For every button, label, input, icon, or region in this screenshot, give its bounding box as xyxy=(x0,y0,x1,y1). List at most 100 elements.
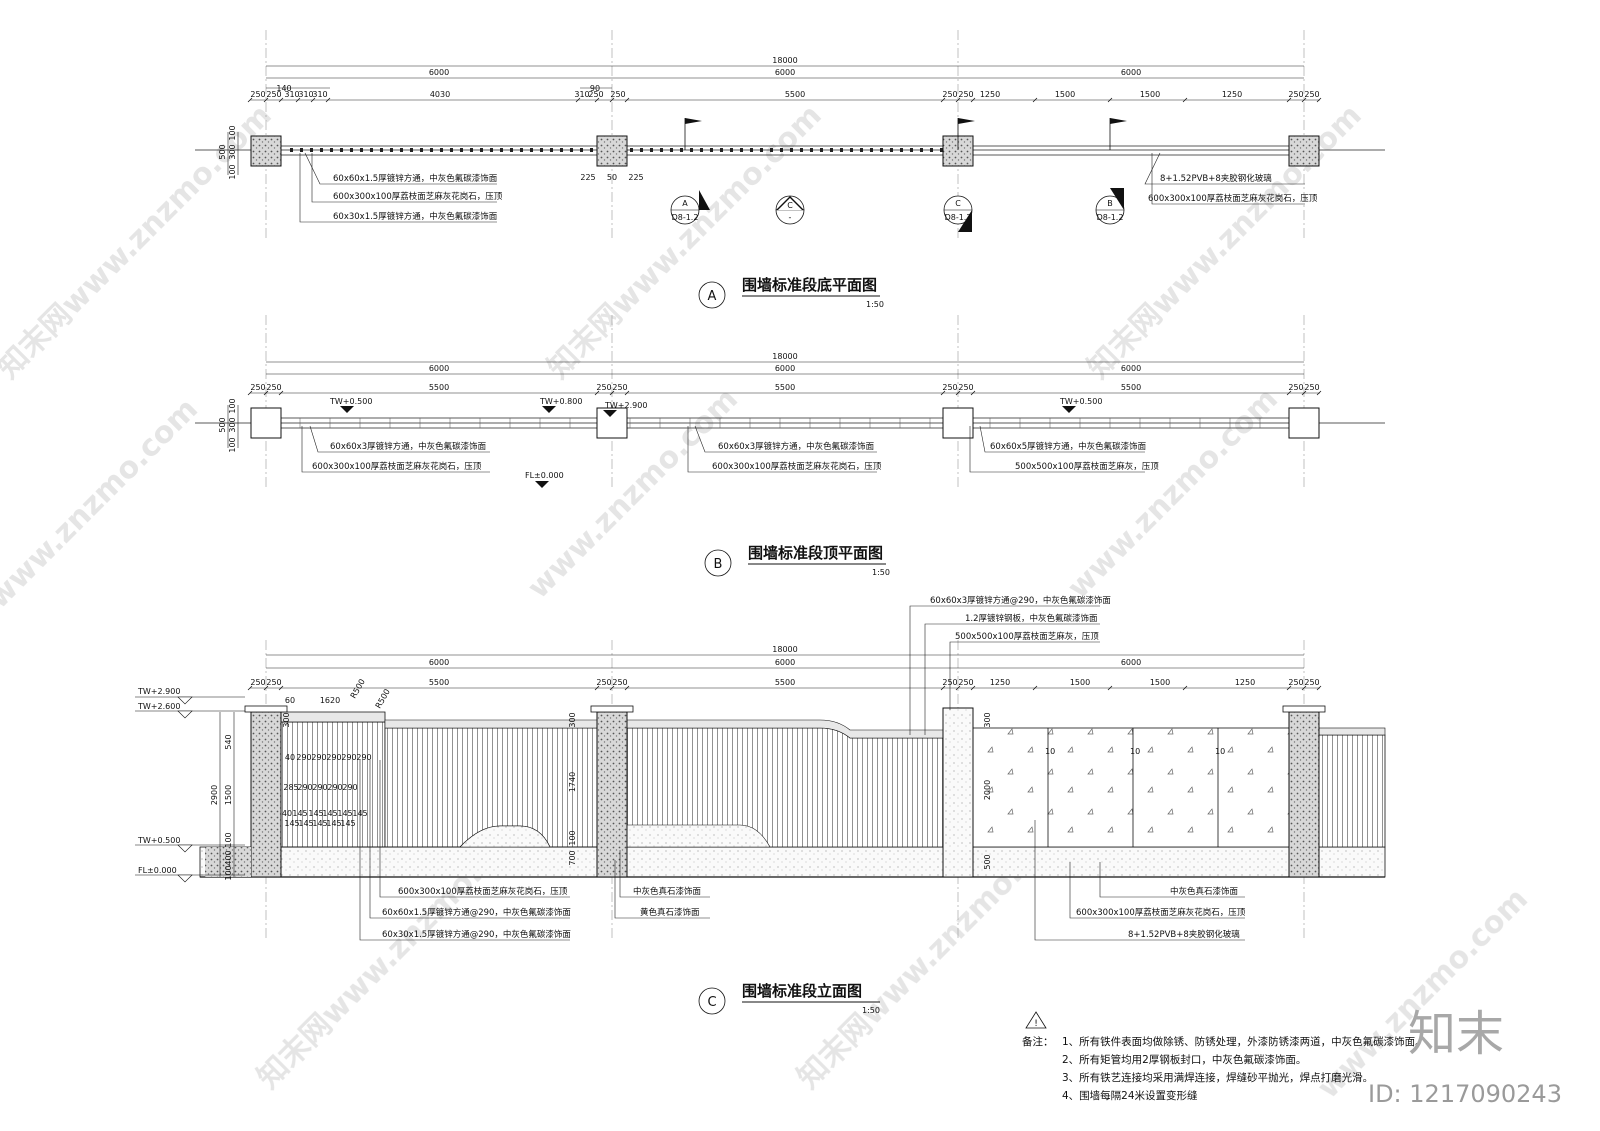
label: 500x500x100厚荔枝面芝麻灰，压顶 xyxy=(955,631,1099,642)
dim-tick xyxy=(1286,390,1292,396)
dim-value: 40 xyxy=(285,753,295,762)
label: 600x300x100厚荔枝面芝麻灰花岗石，压顶 xyxy=(1148,193,1318,204)
dim-tick xyxy=(1301,685,1307,691)
dim-left: 100 xyxy=(228,437,237,452)
level-mark: TW+0.500 xyxy=(1059,397,1102,413)
bar-section xyxy=(410,148,413,152)
dim-value: 145 xyxy=(292,809,307,818)
bar-section xyxy=(360,148,363,152)
dim-value: 250 xyxy=(1288,90,1303,99)
dim-value: 250 xyxy=(958,678,973,687)
dim-tick xyxy=(247,390,253,396)
bar-section xyxy=(580,148,583,152)
dim-value: 310 xyxy=(284,90,299,99)
dim-value: 250 xyxy=(612,383,627,392)
dim-tick xyxy=(278,97,284,103)
dim-tick xyxy=(1286,97,1292,103)
label: 60x60x3厚镀锌方通，中灰色氟碳漆饰面 xyxy=(718,441,875,452)
bar-section xyxy=(860,148,863,152)
section-top: C xyxy=(787,201,793,210)
dim-bay: 6000 xyxy=(775,364,795,373)
note-item: 3、所有铁艺连接均采用满焊连接，焊缝砂平抛光，焊点打磨光滑。 xyxy=(1062,1071,1373,1084)
note-item: 2、所有矩管均用2厚钢板封口，中灰色氟碳漆饰面。 xyxy=(1062,1053,1306,1066)
dim-vert: 540 xyxy=(224,734,233,749)
level-text: TW+2.900 xyxy=(604,401,647,410)
bar-section xyxy=(930,148,933,152)
bar-section xyxy=(340,148,343,152)
bar-section xyxy=(540,148,543,152)
dim-vert: 300 xyxy=(983,712,992,727)
bar-section xyxy=(910,148,913,152)
bar-section xyxy=(400,148,403,152)
label: 中灰色真石漆饰面 xyxy=(1170,886,1239,897)
dim-vert: 300 xyxy=(568,712,577,727)
bar-section xyxy=(730,148,733,152)
section-bottom: D8-1.2 xyxy=(672,213,699,222)
dim-value: 285 xyxy=(283,783,298,792)
dim-value: 250 xyxy=(1288,383,1303,392)
dim-value: 250 xyxy=(942,90,957,99)
bar-section xyxy=(640,148,643,152)
dim-value: 145 xyxy=(322,809,337,818)
dim-value: 250 xyxy=(942,383,957,392)
dim-tick xyxy=(955,685,961,691)
bar-section xyxy=(670,148,673,152)
section-bottom: D8-1.2 xyxy=(945,213,972,222)
dim-value: 250 xyxy=(958,383,973,392)
label: 600x300x100厚荔枝面芝麻灰花岗石，压顶 xyxy=(333,191,503,202)
dim-bay: 6000 xyxy=(429,364,449,373)
dim-value: 290 xyxy=(326,753,341,762)
bar-section xyxy=(550,148,553,152)
bar-section xyxy=(710,148,713,152)
brand-logo: 知末 xyxy=(1408,1006,1504,1062)
dim-value: 1250 xyxy=(1222,90,1242,99)
dim-tick xyxy=(263,390,269,396)
dim-value: 1620 xyxy=(320,696,340,705)
post xyxy=(596,135,628,167)
dim-value: 290 xyxy=(341,753,356,762)
bar-section xyxy=(460,148,463,152)
bar-section xyxy=(740,148,743,152)
dim-value: 250 xyxy=(596,383,611,392)
dim-vert: 2000 xyxy=(983,780,992,800)
section-mark: C - xyxy=(775,195,805,225)
dim-value: 290 xyxy=(356,753,371,762)
bar-section xyxy=(790,148,793,152)
dim-below: 225 xyxy=(580,173,595,182)
dim-left: 300 xyxy=(228,417,237,432)
section-top: B xyxy=(1107,199,1113,208)
dim-tick xyxy=(1032,685,1038,691)
drawing-scale: 1:50 xyxy=(866,300,884,309)
dim-vert: 100 xyxy=(224,865,233,880)
dim-value: 250 xyxy=(588,90,603,99)
dim-tick xyxy=(609,390,615,396)
post xyxy=(250,711,282,878)
dim-value: 5500 xyxy=(775,383,795,392)
dim-value: 1500 xyxy=(1070,678,1090,687)
bar-section xyxy=(810,148,813,152)
dim-bay: 6000 xyxy=(1121,658,1141,667)
dim-bay: 6000 xyxy=(429,68,449,77)
dim-value: 250 xyxy=(1304,678,1319,687)
section-mark: B D8-1.2 xyxy=(1095,188,1125,225)
dim-vert: 300 xyxy=(282,712,291,727)
dim-tick xyxy=(609,97,615,103)
dim-tick xyxy=(1301,390,1307,396)
label: 600x300x100厚荔枝面芝麻灰花岗石，压顶 xyxy=(312,461,482,472)
watermark-text: 知末网www.znzmo.com xyxy=(1081,98,1369,386)
bar-section xyxy=(590,148,593,152)
dim-value: 310 xyxy=(312,90,327,99)
bar-section xyxy=(920,148,923,152)
label: 中灰色真石漆饰面 xyxy=(633,886,702,897)
dim-value: R500 xyxy=(349,677,367,700)
bar-section xyxy=(630,148,633,152)
label: 60x60x1.5厚镀锌方通，中灰色氟碳漆饰面 xyxy=(333,173,498,184)
dim-small: 90 xyxy=(590,84,600,93)
level-text: TW+0.500 xyxy=(1059,397,1102,406)
bar-section xyxy=(490,148,493,152)
dim-vert: 1740 xyxy=(568,772,577,792)
label: 60x30x1.5厚镀锌方通@290，中灰色氟碳漆饰面 xyxy=(382,929,571,940)
bar-section xyxy=(780,148,783,152)
